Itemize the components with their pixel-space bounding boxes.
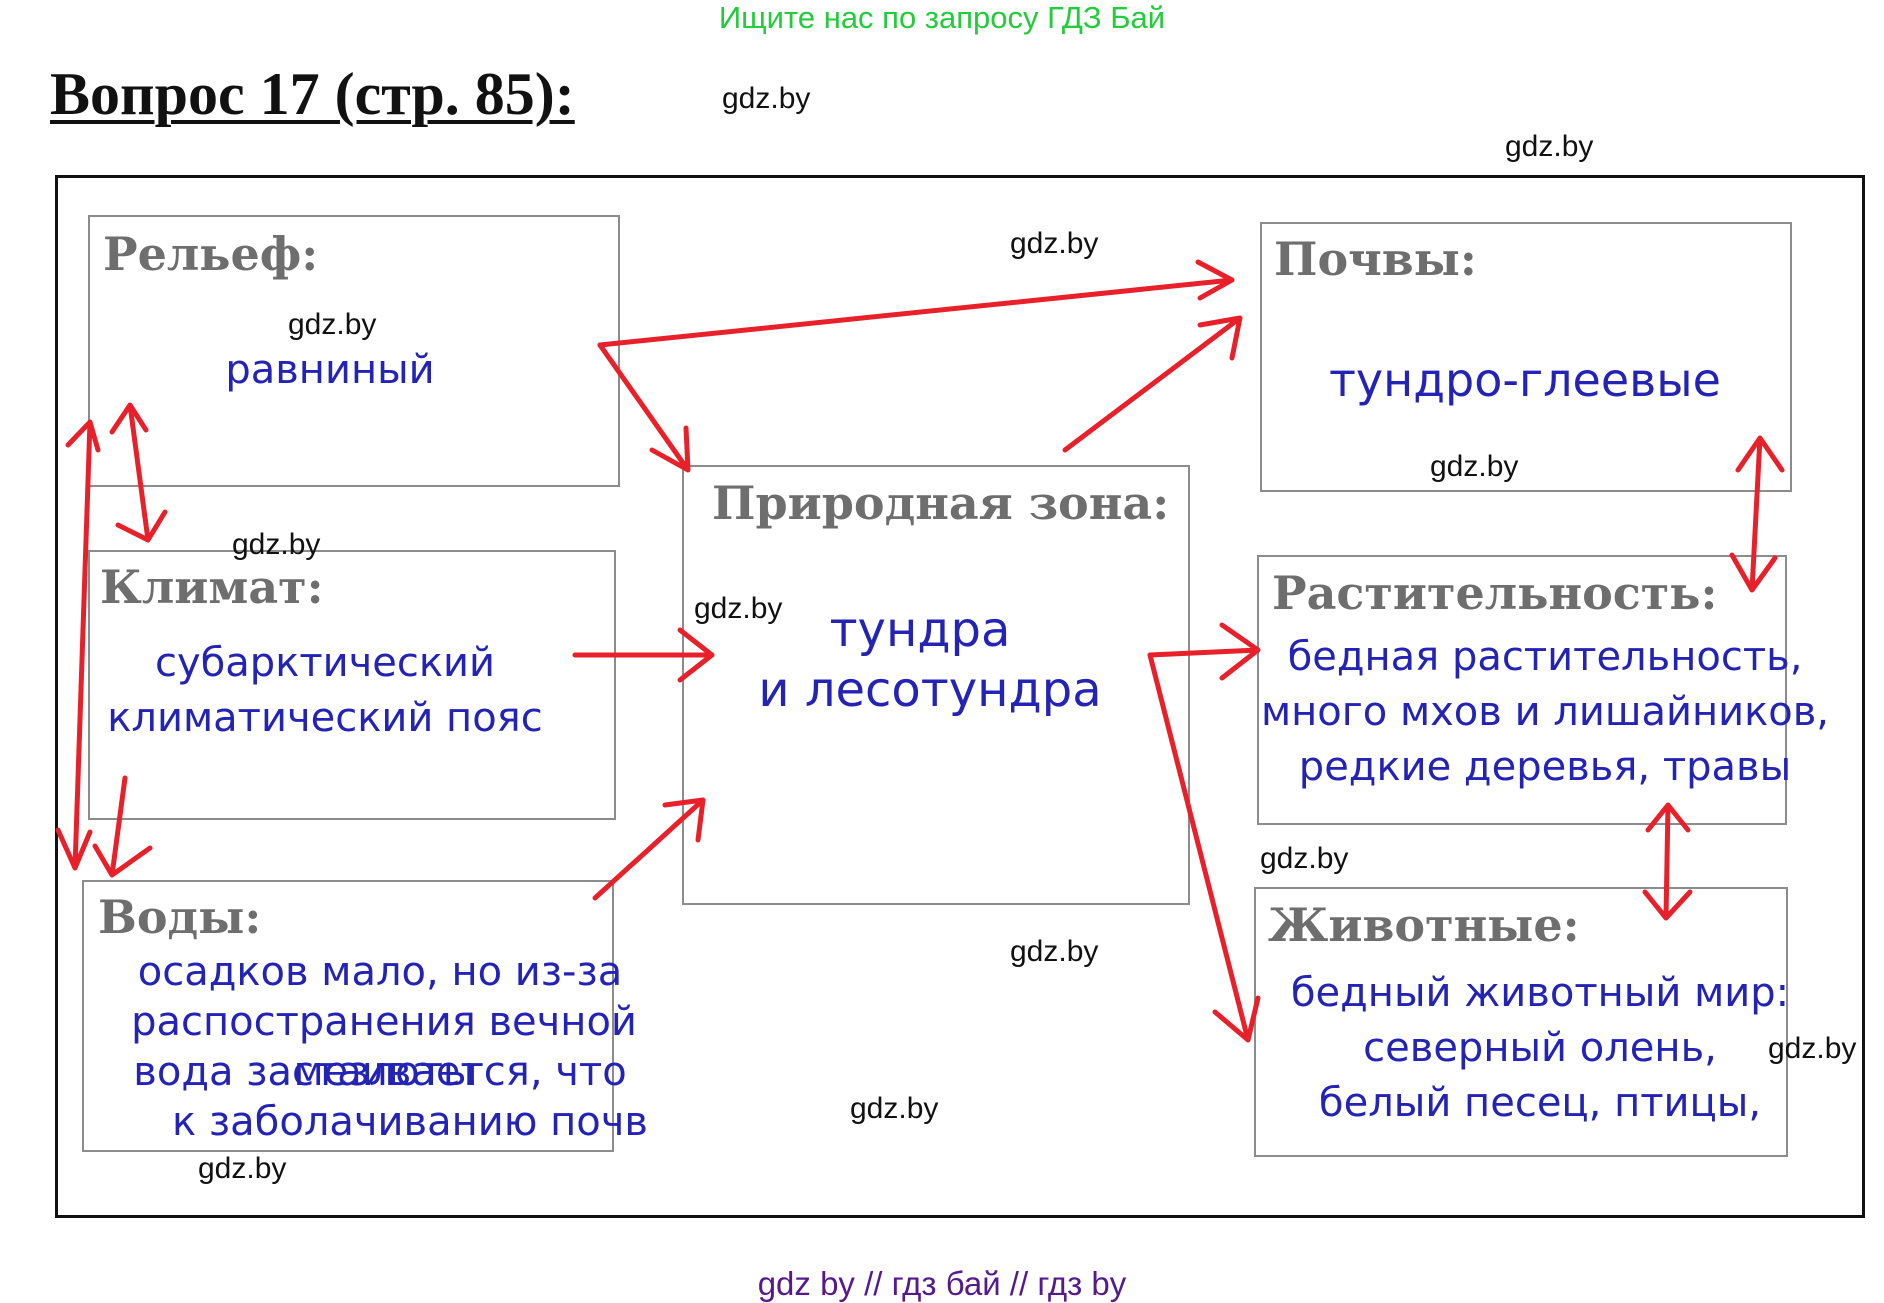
animals-text-line-3: белый песец, птицы,: [1318, 1080, 1762, 1126]
relief-text: равниный: [225, 347, 435, 393]
waters-text-line-2: распостранения вечной мезлоты: [131, 999, 637, 1095]
search-hint: Ищите нас по запросу ГДЗ Бай: [718, 0, 1166, 35]
watermark: gdz.by: [1768, 1032, 1857, 1065]
climate-label: Климат:: [100, 560, 324, 614]
waters-text-line-3: вода застаивается, что: [133, 1049, 627, 1095]
animals-label: Животные:: [1268, 898, 1580, 952]
page-title: Вопрос 17 (стр. 85):: [50, 61, 575, 127]
waters-text-line-4: к заболачиванию почв: [172, 1099, 648, 1145]
climate-text-line-2: климатический пояс: [107, 695, 543, 741]
watermark: gdz.by: [1010, 935, 1099, 968]
animals-text-line-2: северный олень,: [1363, 1025, 1717, 1071]
watermark: gdz.by: [1260, 842, 1349, 875]
zone-text-line-1: тундра: [829, 602, 1011, 658]
zone-text-line-2: и лесотундра: [758, 662, 1102, 718]
vegetation-text-line-3: редкие деревья, травы: [1298, 744, 1792, 790]
vegetation-text-line-1: бедная растительность,: [1287, 634, 1803, 680]
watermark: gdz.by: [1430, 450, 1519, 483]
watermark: gdz.by: [232, 528, 321, 561]
waters-label: Воды:: [98, 890, 262, 944]
watermark: gdz.by: [1505, 130, 1594, 163]
animals-text-line-1: бедный животный мир:: [1290, 970, 1790, 1016]
watermark: gdz.by: [850, 1092, 939, 1125]
waters-box: [82, 880, 614, 1152]
climate-text-line-1: субарктический: [154, 640, 496, 686]
soils-box: [1260, 222, 1792, 492]
relief-label: Рельеф:: [103, 227, 319, 281]
zone-label: Природная зона:: [712, 476, 1170, 530]
vegetation-label: Растительность:: [1272, 566, 1718, 620]
vegetation-text-line-2: много мхов и лишайников,: [1260, 689, 1830, 735]
soils-label: Почвы:: [1274, 232, 1477, 286]
soils-text: тундро-глеевые: [1329, 353, 1721, 407]
watermark: gdz.by: [198, 1152, 287, 1185]
waters-text-line-1: осадков мало, но из-за: [137, 949, 623, 995]
watermark: gdz.by: [1010, 227, 1099, 260]
footer-links: gdz by // гдз бай // гдз by: [757, 1265, 1127, 1302]
watermark: gdz.by: [722, 82, 811, 115]
watermark: gdz.by: [694, 592, 783, 625]
watermark: gdz.by: [288, 308, 377, 341]
